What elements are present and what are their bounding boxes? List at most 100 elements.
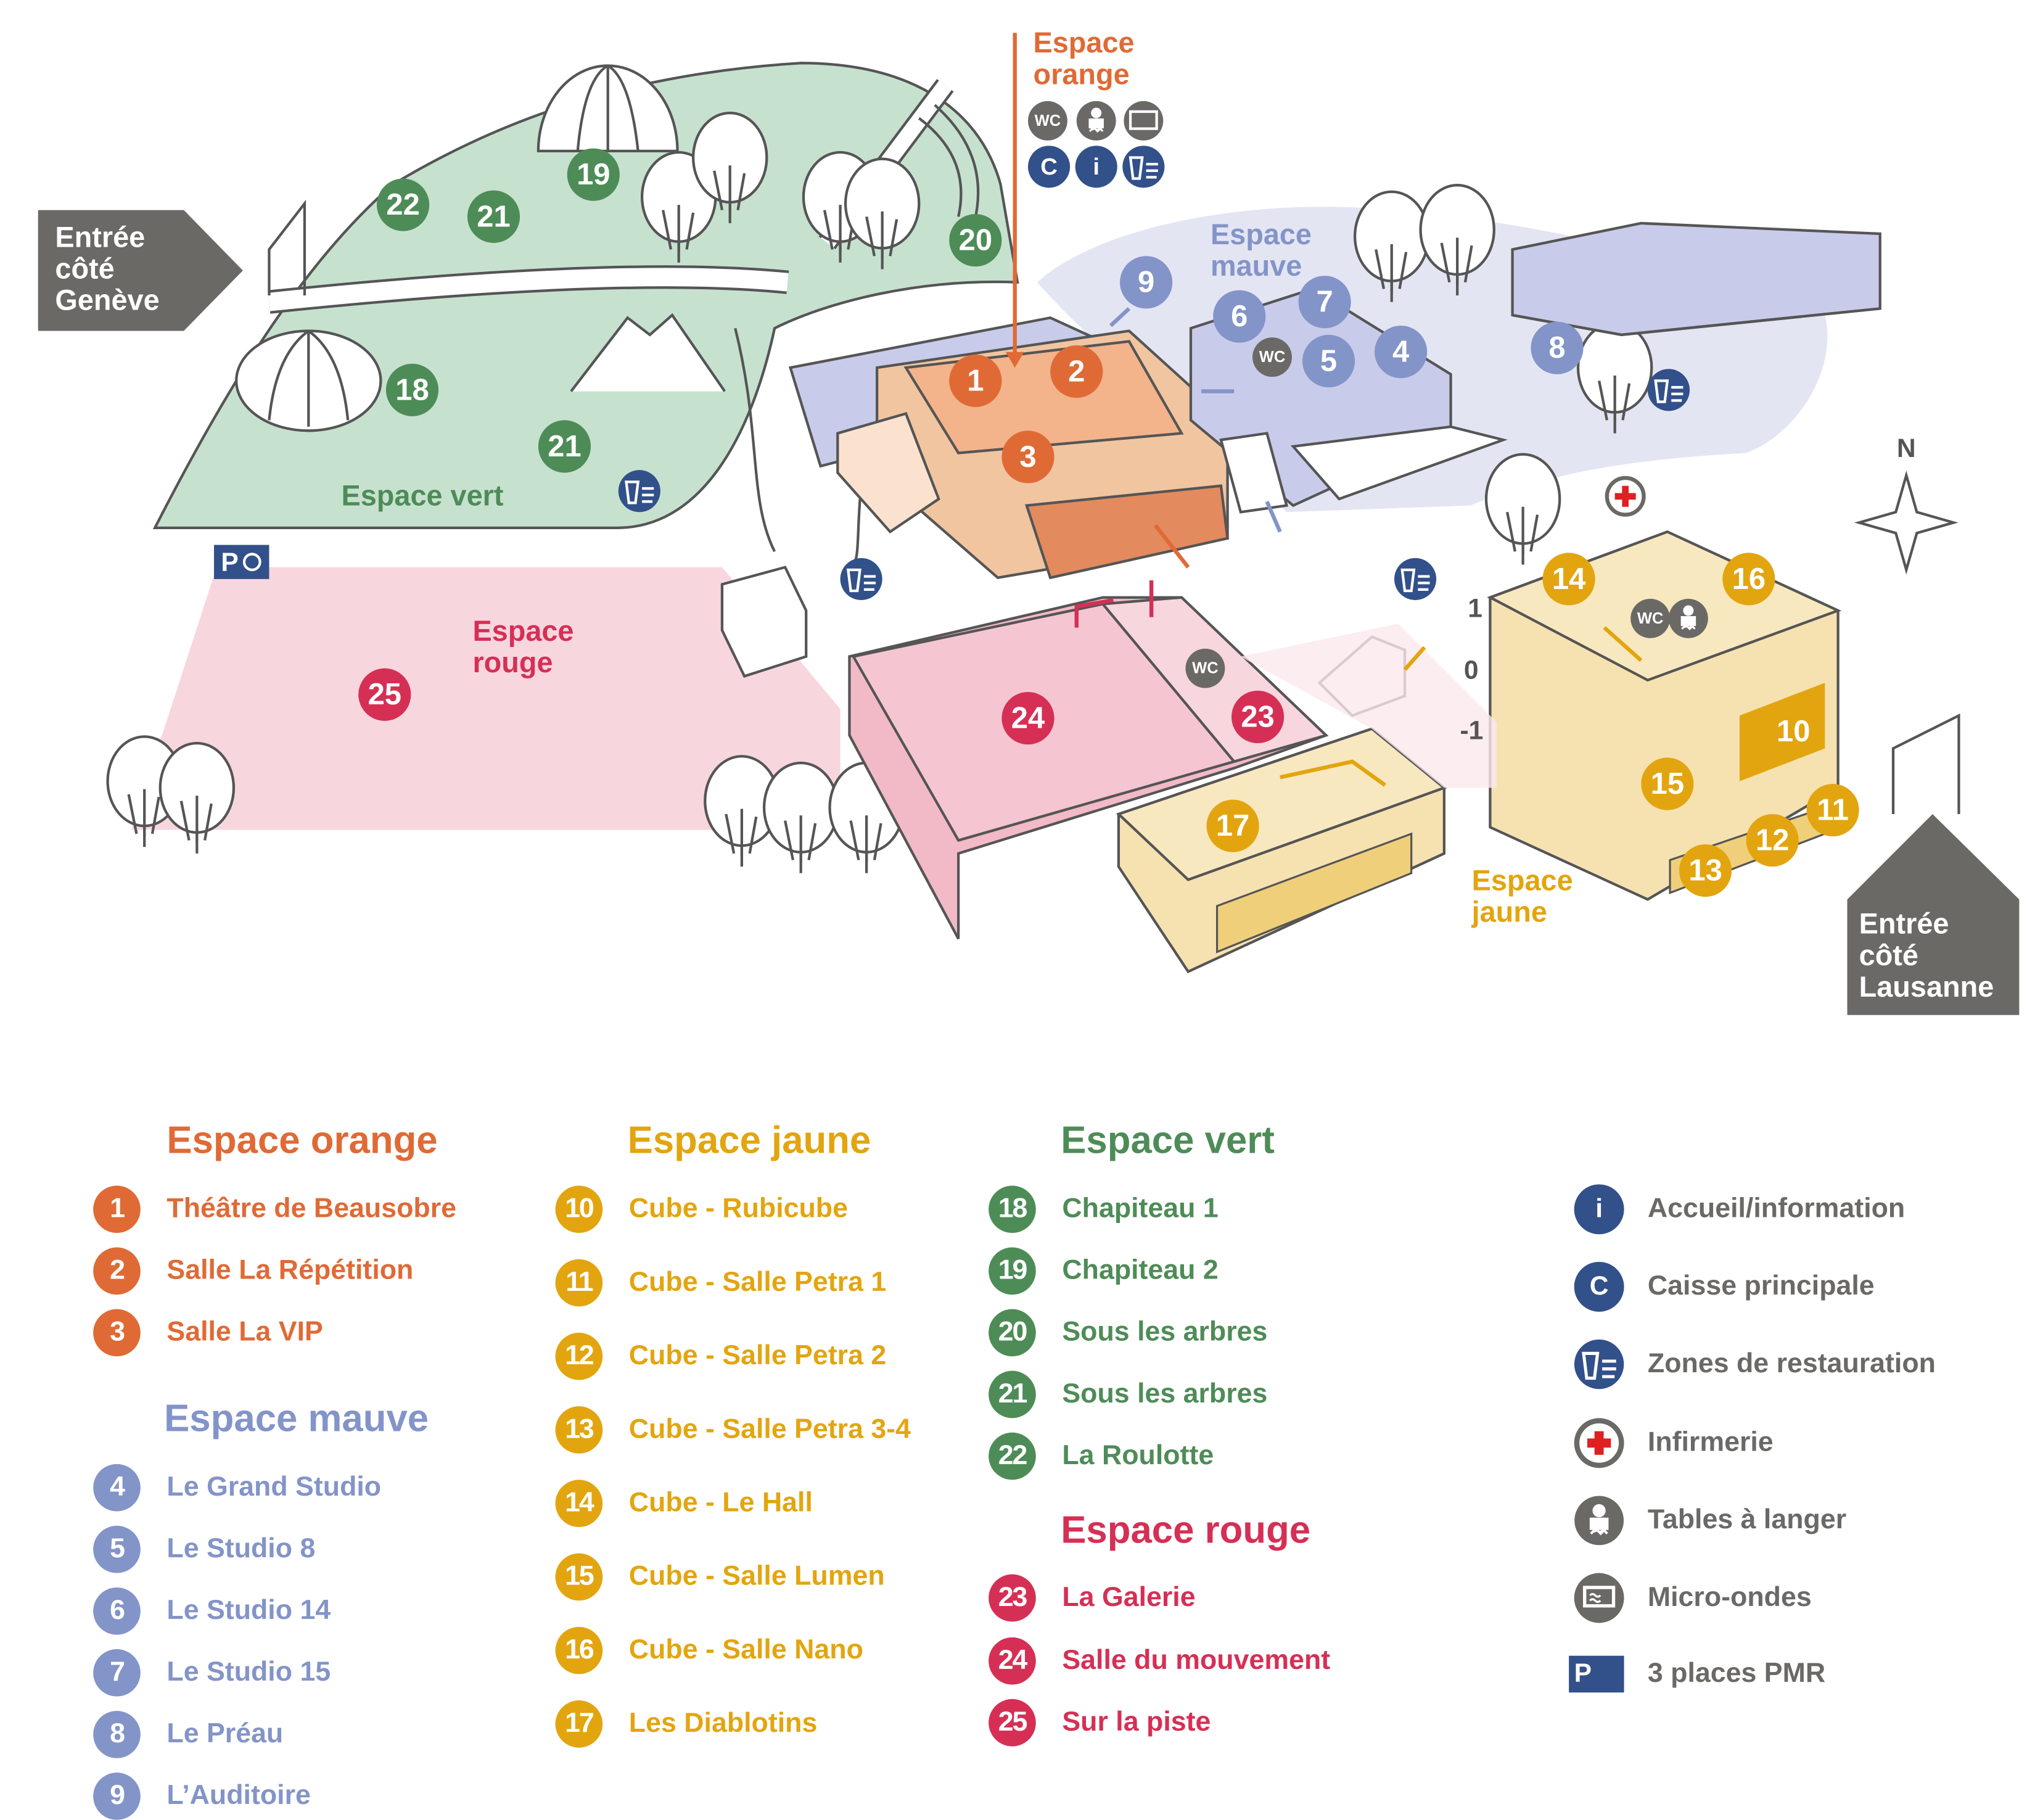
marker-9[interactable]: 9	[1120, 256, 1173, 309]
svg-text:i: i	[1093, 154, 1100, 180]
marker-10[interactable]: 10	[1767, 705, 1820, 758]
restaurant-icon	[1574, 1340, 1624, 1390]
svg-text:13: 13	[1688, 854, 1722, 887]
microwave-icon	[1574, 1573, 1624, 1623]
marker-6[interactable]: 6	[1213, 290, 1266, 343]
accessible-parking-icon: P	[1569, 1655, 1624, 1693]
map-markers: 1 2 3 4 5 6 7 8 9 10 11 12 13 14 15 16 1…	[358, 148, 1859, 897]
svg-text:24: 24	[1011, 702, 1045, 735]
wc-icon	[1028, 101, 1067, 141]
baby-changing-icon	[1574, 1495, 1624, 1546]
legend-heading-vert: Espace vert	[1061, 1120, 1275, 1163]
first-aid-icon	[1574, 1418, 1624, 1468]
restaurant-icon	[1122, 146, 1164, 187]
chapiteau-2	[536, 64, 679, 152]
svg-text:22: 22	[386, 188, 419, 221]
marker-22[interactable]: 22	[377, 178, 430, 231]
marker-23[interactable]: 23	[1231, 690, 1285, 744]
svg-text:11: 11	[1817, 794, 1849, 827]
floor-labels: 1 0 -1	[1460, 594, 1483, 746]
marker-21a[interactable]: 21	[467, 190, 520, 243]
roulotte-tent	[570, 313, 726, 392]
marker-12[interactable]: 12	[1746, 813, 1799, 867]
marker-21b[interactable]: 21	[538, 420, 591, 473]
restaurant-icon	[841, 558, 882, 600]
marker-15[interactable]: 15	[1641, 757, 1694, 810]
svg-text:2: 2	[1068, 355, 1085, 389]
microwave-icon	[1124, 101, 1164, 141]
marker-18[interactable]: 18	[385, 363, 439, 416]
cashier-icon: C	[1574, 1261, 1624, 1312]
cashier-icon: C	[1028, 146, 1071, 188]
wc-icon	[1630, 598, 1671, 638]
svg-text:15: 15	[1651, 767, 1684, 801]
map-services: C i	[619, 100, 1709, 688]
svg-text:14: 14	[1552, 562, 1585, 596]
chapiteau-1	[235, 329, 382, 432]
svg-text:21: 21	[548, 430, 581, 463]
marker-24[interactable]: 24	[1001, 691, 1054, 745]
svg-text:10: 10	[1777, 715, 1810, 748]
svg-text:N: N	[1897, 434, 1916, 463]
restaurant-icon	[619, 470, 660, 512]
svg-text:7: 7	[1317, 286, 1333, 319]
marker-3[interactable]: 3	[1001, 430, 1054, 484]
svg-text:0: 0	[1464, 656, 1479, 685]
marker-1[interactable]: 1	[949, 354, 1002, 407]
svg-text:16: 16	[1732, 562, 1766, 596]
svg-text:P: P	[221, 548, 238, 577]
marker-8[interactable]: 8	[1531, 321, 1584, 374]
north-compass: N	[1854, 434, 1959, 575]
svg-text:21: 21	[477, 200, 510, 233]
marker-4[interactable]: 4	[1375, 325, 1428, 379]
wc-icon	[1185, 648, 1225, 688]
espace-rouge-area	[131, 567, 841, 830]
marker-7[interactable]: 7	[1298, 276, 1351, 329]
svg-text:23: 23	[1241, 700, 1274, 733]
svg-text:6: 6	[1231, 300, 1248, 333]
legend-heading-jaune: Espace jaune	[627, 1120, 871, 1163]
zone-label-vert: Espace vert	[342, 480, 504, 512]
svg-text:17: 17	[1216, 809, 1249, 842]
espace-vert-area	[152, 62, 1019, 529]
marker-2[interactable]: 2	[1050, 345, 1103, 398]
svg-text:4: 4	[1392, 336, 1409, 369]
marker-19[interactable]: 19	[567, 148, 620, 201]
svg-text:25: 25	[368, 678, 401, 711]
accessible-parking-icon: P	[214, 545, 269, 579]
svg-text:-1: -1	[1460, 716, 1483, 746]
restaurant-icon	[1394, 558, 1436, 600]
marker-25[interactable]: 25	[358, 668, 411, 721]
info-icon: i	[1075, 146, 1117, 188]
building-diablotins	[1116, 727, 1447, 974]
marker-17[interactable]: 17	[1206, 799, 1259, 852]
marker-11[interactable]: 11	[1806, 784, 1859, 837]
info-icon: i	[1574, 1184, 1624, 1235]
legend-heading-orange: Espace orange	[166, 1120, 438, 1163]
baby-changing-icon	[1667, 598, 1709, 640]
marker-16[interactable]: 16	[1722, 553, 1775, 606]
marker-5[interactable]: 5	[1302, 334, 1355, 388]
first-aid-icon	[1605, 476, 1646, 517]
site-map: WC	[38, 27, 2020, 1015]
svg-text:12: 12	[1756, 824, 1789, 857]
restaurant-icon	[1648, 369, 1690, 411]
legend-heading-rouge: Espace rouge	[1061, 1510, 1311, 1552]
svg-text:5: 5	[1320, 344, 1337, 377]
svg-text:3: 3	[1019, 440, 1036, 474]
svg-text:8: 8	[1548, 331, 1565, 364]
svg-text:1: 1	[1468, 594, 1482, 624]
marker-13[interactable]: 13	[1679, 844, 1732, 897]
svg-text:18: 18	[395, 373, 429, 406]
marker-14[interactable]: 14	[1542, 553, 1595, 606]
svg-text:1: 1	[967, 364, 984, 397]
marker-20[interactable]: 20	[949, 214, 1002, 267]
